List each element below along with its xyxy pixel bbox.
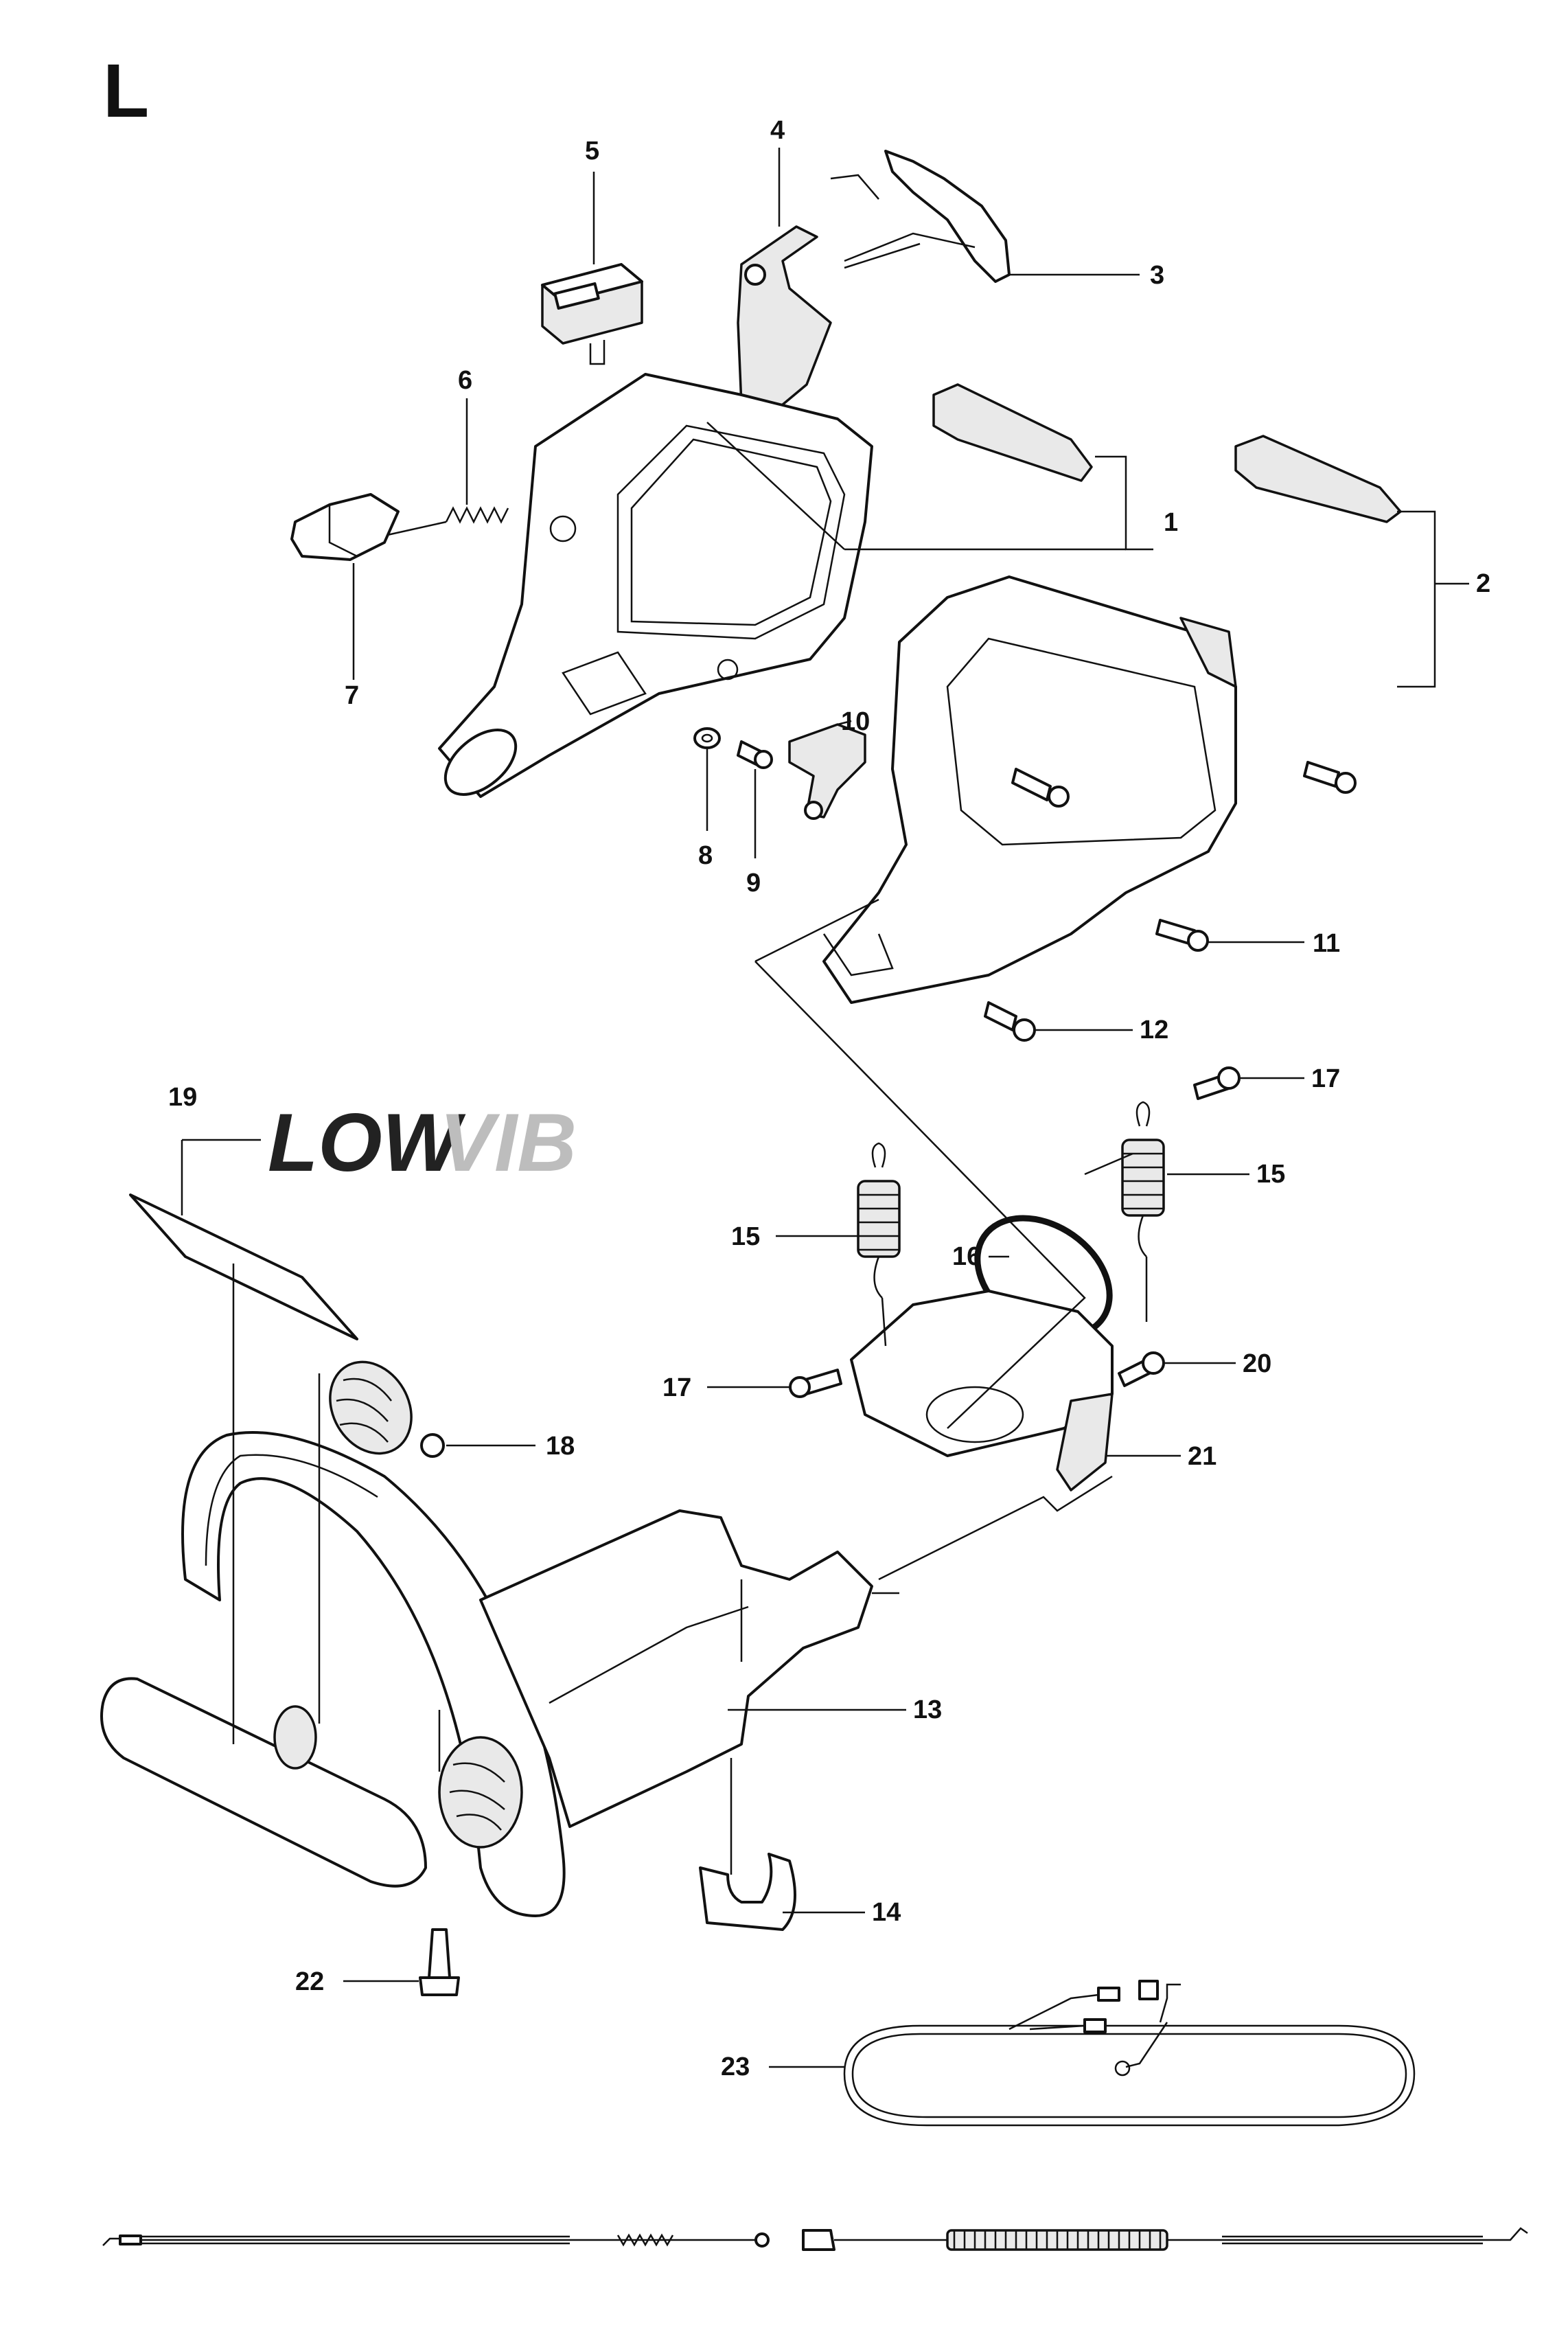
part-13-front-handle (100, 1431, 873, 1917)
callout-14: 14 (872, 1898, 901, 1927)
callout-15-right: 15 (1256, 1160, 1285, 1189)
callout-8: 8 (698, 841, 713, 870)
callout-numbers: 5 4 3 6 1 2 7 10 8 9 11 12 17 19 15 15 1… (168, 116, 1490, 2081)
callout-17-top: 17 (1311, 1064, 1340, 1093)
throttle-cable (102, 2227, 1528, 2251)
part-6-spring (384, 506, 509, 537)
part-5-stop-switch (541, 263, 643, 365)
callout-12: 12 (1140, 1016, 1168, 1044)
callout-19: 19 (168, 1083, 197, 1112)
callout-3: 3 (1150, 261, 1164, 290)
housing-screw-b (1303, 761, 1357, 794)
part-11-screw (1155, 919, 1209, 952)
part-7-switch-lever (290, 493, 400, 561)
callout-2: 2 (1476, 569, 1490, 598)
callout-4: 4 (770, 116, 785, 145)
part-14-clip (699, 1853, 796, 1931)
part-4-throttle-lockout (737, 225, 832, 420)
part-12-screw (984, 1001, 1036, 1042)
part-17-screw-top (1193, 1066, 1241, 1100)
part-17-screw-left (789, 1369, 842, 1398)
part-3-throttle-trigger (830, 150, 1011, 283)
callout-9: 9 (746, 869, 761, 898)
part-21-vibration-mount (850, 1290, 1114, 1491)
callout-15-left: 15 (731, 1222, 760, 1251)
logo-vib-text: VIB (439, 1097, 577, 1189)
callout-13: 13 (913, 1695, 942, 1724)
leader-lines (181, 148, 1469, 2068)
part-22-screw (419, 1928, 460, 1996)
callout-21: 21 (1188, 1442, 1217, 1471)
callout-18: 18 (546, 1432, 575, 1461)
part-10-bracket (788, 723, 866, 820)
part-9-screw (737, 740, 773, 769)
part-23-cable-harness (843, 1980, 1416, 2127)
callout-20: 20 (1243, 1349, 1271, 1378)
callout-1: 1 (1164, 508, 1178, 537)
callout-7: 7 (345, 681, 359, 710)
part-18-spring (329, 1360, 445, 1458)
part-19-decal: LOW VIB (129, 1097, 577, 1340)
part-8-washer (693, 727, 721, 749)
callout-11: 11 (1313, 929, 1340, 958)
housing-screw-a (1011, 768, 1070, 808)
callout-16: 16 (952, 1242, 981, 1271)
callout-10: 10 (841, 707, 870, 736)
section-letter: L (103, 49, 149, 133)
part-15-spring-right (1121, 1101, 1165, 1257)
part-2-cover (1234, 435, 1402, 523)
part-1-cover (932, 383, 1093, 482)
callout-6: 6 (458, 366, 472, 395)
logo-low-text: LOW (268, 1097, 466, 1189)
callout-5: 5 (585, 137, 599, 165)
callout-17-left: 17 (662, 1373, 691, 1402)
rear-handle-left-half (438, 373, 873, 798)
callout-22: 22 (295, 1967, 324, 1996)
callout-23: 23 (721, 2053, 750, 2081)
part-15-spring-left (857, 1142, 901, 1299)
part-20-screw (1118, 1351, 1165, 1387)
